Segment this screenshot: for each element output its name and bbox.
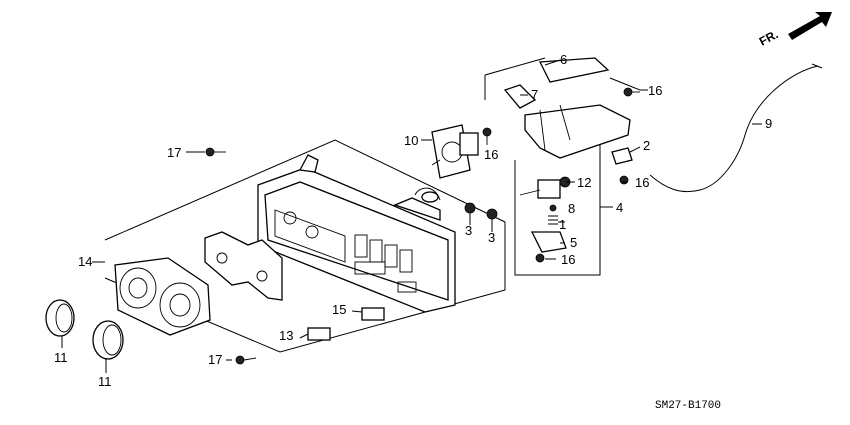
switch-component: [519, 176, 571, 199]
callout-17a: 17: [167, 145, 181, 160]
spring: [548, 215, 558, 225]
callout-12: 12: [577, 175, 591, 190]
callout-2: 2: [643, 138, 650, 153]
screw-17-lower: [235, 355, 257, 365]
callout-1: 1: [559, 217, 566, 232]
screw-16-motor: [482, 127, 492, 145]
control-bezel: [114, 257, 211, 336]
control-cable: [649, 65, 819, 193]
arrow-icon: [788, 12, 832, 40]
small-ring: [549, 204, 557, 212]
motor-assembly: [431, 124, 479, 179]
knob-upper: [45, 299, 75, 337]
upper-cover: [538, 57, 610, 83]
callout-3a: 3: [465, 223, 472, 238]
callout-5: 5: [570, 235, 577, 250]
screw-16-side: [619, 175, 629, 185]
callout-4: 4: [616, 200, 623, 215]
fr-label: FR.: [757, 27, 781, 48]
callout-11a: 11: [54, 350, 68, 365]
screw-16-bottom: [535, 253, 545, 263]
callout-16d: 16: [561, 252, 575, 267]
lever: [503, 84, 537, 109]
callout-14: 14: [78, 254, 92, 269]
lever-arm: [530, 231, 567, 253]
callout-9: 9: [765, 116, 772, 131]
callout-16b: 16: [484, 147, 498, 162]
knob-lower: [92, 320, 124, 360]
front-direction-indicator: FR.: [757, 12, 832, 49]
bulb-socket: [307, 327, 331, 341]
callout-16c: 16: [635, 175, 649, 190]
callout-7: 7: [531, 87, 538, 102]
callout-6: 6: [560, 52, 567, 67]
screw-16-top: [623, 87, 640, 97]
sub-assembly-outline: [484, 57, 641, 276]
callout-13: 13: [279, 328, 293, 343]
clip: [611, 147, 633, 165]
callout-16a: 16: [648, 83, 662, 98]
callout-17b: 17: [208, 352, 222, 367]
heater-control-panel: [257, 154, 456, 313]
clip-block: [361, 307, 385, 321]
callout-10: 10: [404, 133, 418, 148]
bulb-left: [464, 202, 476, 214]
mounting-bracket: [204, 231, 283, 301]
callout-11b: 11: [98, 374, 112, 389]
diagram-code: SM27-B1700: [655, 400, 721, 412]
bulb-right: [486, 208, 498, 220]
callout-3b: 3: [488, 230, 495, 245]
control-housing: [524, 104, 631, 159]
main-assembly-outline: [104, 139, 506, 353]
callout-15: 15: [332, 302, 346, 317]
callout-8: 8: [568, 201, 575, 216]
screw-17-upper: [205, 147, 226, 157]
